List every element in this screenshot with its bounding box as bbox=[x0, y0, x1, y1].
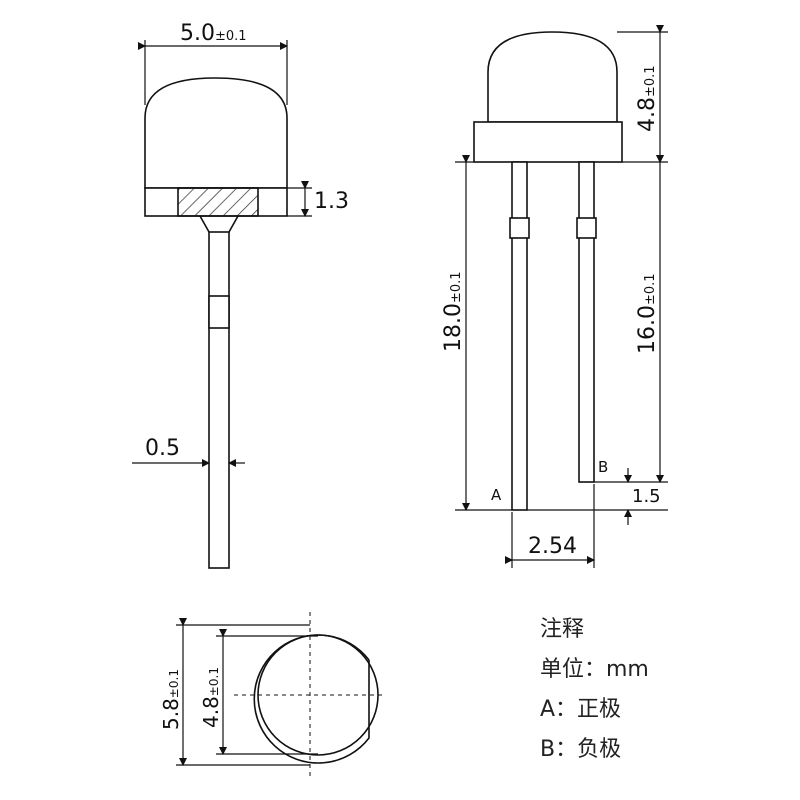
top-dimensions bbox=[176, 618, 318, 766]
side-lens-dome bbox=[144, 77, 288, 189]
lens-width-label: 5.0±0.1 bbox=[180, 21, 247, 46]
anode-lead-kink bbox=[509, 217, 530, 239]
side-lead-kink bbox=[208, 295, 230, 329]
lens-diameter-label: 4.8±0.1 bbox=[199, 667, 223, 728]
anode-pin-label: A bbox=[491, 486, 502, 504]
notes-block: 注释 单位：mm A：正极 B：负极 bbox=[540, 610, 649, 770]
pitch-label: 2.54 bbox=[528, 534, 577, 559]
long-lead-label: 18.0±0.1 bbox=[441, 271, 466, 352]
flange-height-label: 1.3 bbox=[314, 189, 349, 214]
side-view bbox=[144, 77, 288, 569]
cathode-lead bbox=[578, 161, 595, 483]
lens-height-label: 4.8±0.1 bbox=[635, 65, 660, 132]
front-lens-dome bbox=[487, 31, 618, 123]
notes-unit: 单位：mm bbox=[540, 657, 649, 682]
front-dimensions bbox=[455, 25, 668, 568]
cathode-pin-label: B bbox=[598, 458, 608, 476]
side-dimensions bbox=[132, 40, 312, 467]
side-lead bbox=[208, 231, 230, 569]
front-flange bbox=[473, 121, 623, 163]
notes-title: 注释 bbox=[540, 617, 585, 642]
lead-offset-label: 1.5 bbox=[632, 486, 661, 507]
cathode-lead-kink bbox=[576, 217, 597, 239]
front-view bbox=[473, 31, 623, 511]
top-view bbox=[234, 612, 382, 778]
short-lead-label: 16.0±0.1 bbox=[635, 273, 660, 354]
side-lead-neck bbox=[199, 215, 239, 233]
side-hatched-core bbox=[177, 187, 259, 217]
lead-width-label: 0.5 bbox=[145, 436, 180, 461]
flange-diameter-label: 5.8±0.1 bbox=[159, 669, 183, 730]
notes-cathode: B：负极 bbox=[540, 737, 622, 762]
notes-anode: A：正极 bbox=[540, 697, 622, 722]
anode-lead bbox=[511, 161, 528, 511]
